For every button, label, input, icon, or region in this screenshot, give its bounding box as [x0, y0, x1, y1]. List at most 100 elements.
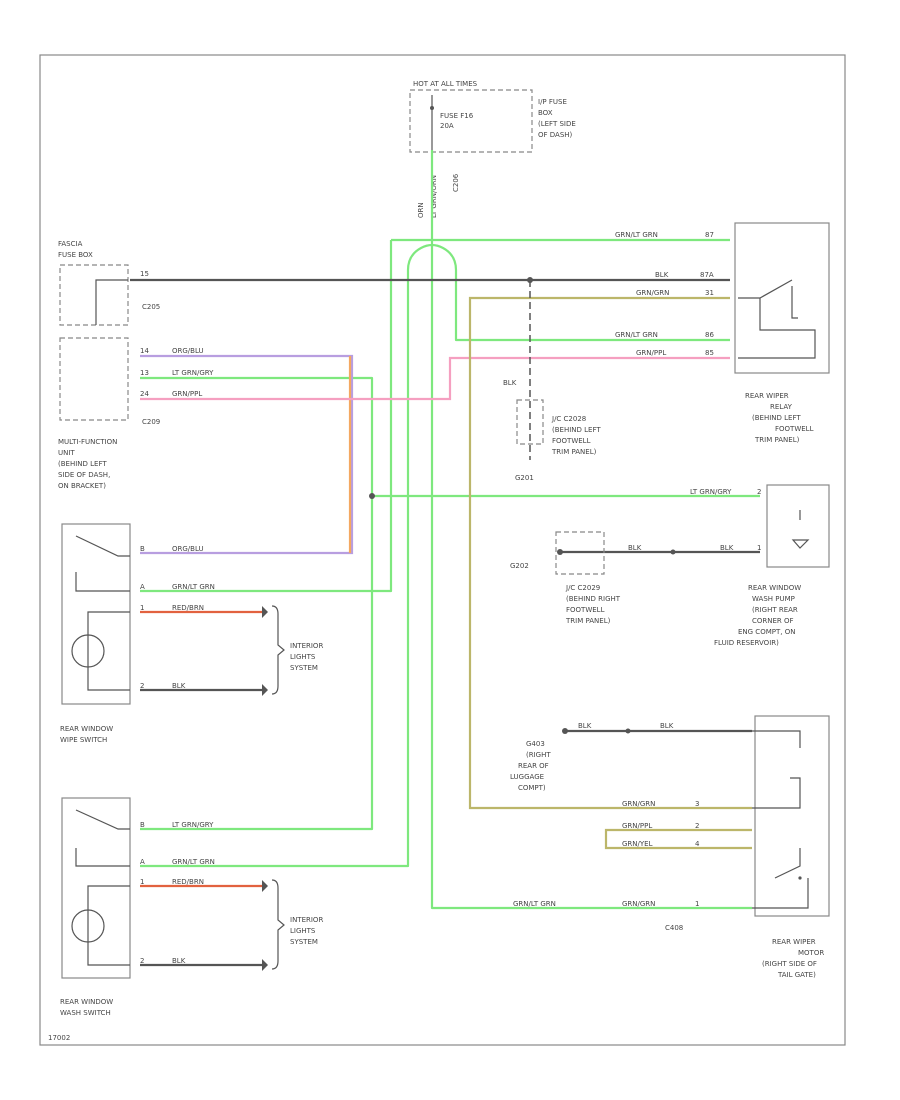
motor-label-1: REAR WIPER: [772, 938, 816, 946]
motor-label-3: (RIGHT SIDE OF: [762, 960, 817, 968]
wire-mfu-ltgrn: [140, 376, 374, 831]
relay-label-2: RELAY: [770, 403, 793, 411]
g201-jc-3: FOOTWELL: [552, 437, 591, 445]
motor-switch: [752, 730, 809, 909]
pump-label-2: WASH PUMP: [752, 595, 795, 603]
fuse-location-3: (LEFT SIDE: [538, 120, 576, 128]
pump-jc-1: J/C C2029: [565, 584, 600, 592]
relay-wire-85: GRN/PPL: [636, 349, 666, 357]
fuse-wire-a: ORN: [417, 202, 425, 218]
wipe-switch-wire-3: RED/BRN: [172, 604, 204, 612]
motor-wire-3: GRN/YEL: [622, 840, 653, 848]
pump-jc-3: FOOTWELL: [566, 606, 605, 614]
mfu-label-4: SIDE OF DASH,: [58, 471, 110, 479]
mfu-label-5: ON BRACKET): [58, 482, 106, 490]
wash-switch-wire-1: LT GRN/GRY: [172, 821, 214, 829]
wire-yellow-motor-2: [604, 828, 752, 850]
interior-lights-wipe: INTERIOR LIGHTS SYSTEM: [271, 605, 323, 695]
mfu-label-3: (BEHIND LEFT: [58, 460, 107, 468]
wipe-switch-wire-4: BLK: [172, 682, 186, 690]
relay-pin-85: 85: [705, 349, 714, 357]
fuse-block-header: HOT AT ALL TIMES: [413, 80, 478, 88]
wipe-switch-arrow-1: [262, 606, 268, 618]
pump-label-6: FLUID RESERVOIR): [714, 639, 779, 647]
relay-outline: [734, 222, 830, 374]
interior-lights-wash: INTERIOR LIGHTS SYSTEM: [271, 879, 323, 970]
fuse-rating: 20A: [440, 122, 454, 130]
fuse-block: HOT AT ALL TIMES FUSE F16 20A I/P FUSE B…: [409, 80, 576, 218]
footer-code: 17002: [48, 1034, 70, 1042]
wipe-switch-pin-1: B: [140, 545, 145, 553]
rear-window-wash-switch: LT GRN/GRY GRN/LT GRN RED/BRN BLK B A 1 …: [60, 797, 268, 1017]
fuse-connector: C206: [452, 173, 460, 192]
wash-switch-arrow-2: [262, 959, 268, 971]
wash-switch-pin-4: 2: [140, 957, 144, 965]
fuse-name: FUSE F16: [440, 112, 474, 120]
wash-switch-outline: [61, 797, 131, 979]
wipe-switch-wire-1: ORG/BLU: [172, 545, 204, 553]
wipe-switch-arrow-2: [262, 684, 268, 696]
mfu-label-1: MULTI-FUNCTION: [58, 438, 117, 446]
motor-outline: [754, 715, 830, 917]
interior-wipe-2: LIGHTS: [290, 653, 316, 661]
relay-wire-31: GRN/GRN: [636, 289, 669, 297]
wash-switch-label-2: WASH SWITCH: [60, 1009, 111, 1017]
interior-bracket-wash: [271, 879, 285, 970]
motor-ground-1: G403: [526, 740, 545, 748]
mfu-outline: [59, 337, 129, 421]
motor-pin-4: 1: [695, 900, 699, 908]
motor-label-2: MOTOR: [798, 949, 824, 957]
motor-ground-wire-b: BLK: [660, 722, 674, 730]
rear-window-wipe-switch: ORG/BLU GRN/LT GRN RED/BRN BLK B A 1 2 R…: [60, 523, 268, 744]
motor-ground-4: LUGGAGE: [510, 773, 544, 781]
wash-switch-label-1: REAR WINDOW: [60, 998, 113, 1006]
interior-wash-1: INTERIOR: [290, 916, 323, 924]
pump-outline: [766, 484, 830, 568]
pump-ground-node: [557, 549, 563, 555]
diagram-frame: [39, 54, 846, 1046]
interior-wipe-3: SYSTEM: [290, 664, 318, 672]
interior-wipe-1: INTERIOR: [290, 642, 323, 650]
mfu-label-2: UNIT: [58, 449, 75, 457]
wash-switch-pin-3: 1: [140, 878, 144, 886]
wire-wash-a: [140, 855, 410, 868]
motor-wire-1: GRN/GRN: [622, 800, 655, 808]
fascia-connector-2: C209: [142, 418, 160, 426]
rear-wiper-motor: BLK BLK G403 (RIGHT REAR OF LUGGAGE COMP…: [510, 715, 830, 979]
wash-switch-wire-4: BLK: [172, 957, 186, 965]
wash-switch-pin-2: A: [140, 858, 145, 866]
motor-ground-mid: [625, 728, 631, 734]
relay-pin-31: 31: [705, 289, 714, 297]
motor-node: [798, 876, 802, 880]
relay-wire-86: GRN/LT GRN: [615, 331, 658, 339]
motor-wire-4: GRN/LT GRN: [513, 900, 556, 908]
pump-pin-out: 1: [757, 544, 761, 552]
pump-symbol: [791, 510, 810, 549]
rear-wiper-relay: REAR WIPER RELAY (BEHIND LEFT FOOTWELL T…: [615, 222, 830, 444]
fascia-internal-wire: [95, 279, 128, 325]
g201-jc-1: J/C C2028: [551, 415, 586, 423]
g201-jc-2: (BEHIND LEFT: [552, 426, 601, 434]
splice-left: [369, 493, 375, 499]
wire-loop-a: [406, 243, 730, 855]
wash-switch-wire-2: GRN/LT GRN: [172, 858, 215, 866]
fascia-pin: 15: [140, 270, 149, 278]
motor-pin-3: 4: [695, 840, 700, 848]
fascia-box-outline: [59, 264, 129, 326]
wipe-switch-pin-4: 2: [140, 682, 144, 690]
relay-label-4: FOOTWELL: [775, 425, 814, 433]
g201-wire-label: BLK: [503, 379, 517, 387]
mfu-pin-14: 14: [140, 347, 149, 355]
wipe-switch-contact: [75, 535, 130, 592]
fascia-title-2: FUSE BOX: [58, 251, 93, 259]
g201-jc-outline: [516, 399, 544, 445]
relay-wire-87: GRN/LT GRN: [615, 231, 658, 239]
pump-pin-in: 2: [757, 488, 761, 496]
interior-wash-2: LIGHTS: [290, 927, 316, 935]
pump-label-3: (RIGHT REAR: [752, 606, 798, 614]
fuse-node: [430, 106, 434, 110]
relay-label-5: TRIM PANEL): [754, 436, 800, 444]
motor-ground-5: COMPT): [518, 784, 546, 792]
motor-ground-wire: BLK: [578, 722, 592, 730]
fuse-location-2: BOX: [538, 109, 553, 117]
